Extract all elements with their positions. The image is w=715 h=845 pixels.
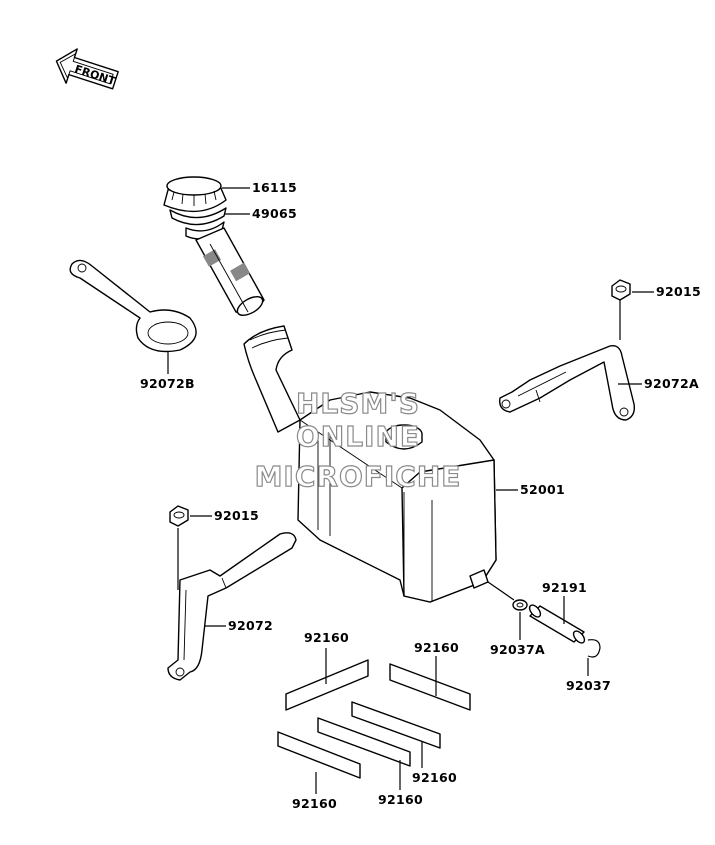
part-number-92160-b: 92160 [414, 640, 459, 655]
part-number-92072: 92072 [228, 618, 273, 633]
part-number-92160-c: 92160 [412, 770, 457, 785]
fuel-tank-part [243, 325, 497, 603]
part-number-92015-lower: 92015 [214, 508, 259, 523]
bracket-left-part [167, 532, 297, 681]
front-arrow-icon: FRONT [55, 48, 119, 90]
clip-part [587, 639, 601, 658]
watermark: HLSM'S ONLINE MICROFICHE [254, 386, 462, 493]
clamp-a-part [512, 599, 528, 611]
part-number-92037: 92037 [566, 678, 611, 693]
pad-part [389, 663, 471, 711]
leader-lines [167, 187, 654, 794]
hose-part [528, 604, 586, 644]
strainer-part [185, 221, 265, 316]
nut-lower-part [169, 505, 189, 527]
part-number-16115: 16115 [252, 180, 297, 195]
pad-part [351, 701, 441, 749]
tank-cap-part [163, 176, 227, 226]
watermark-line-1: HLSM'S [296, 387, 420, 420]
part-number-52001: 52001 [520, 482, 565, 497]
part-number-92037a: 92037A [490, 642, 545, 657]
watermark-line-2: ONLINE [296, 420, 420, 453]
pad-part [285, 659, 369, 711]
part-labels: 16115 49065 92072B 92015 92072A 52001 92… [140, 180, 701, 811]
part-number-49065: 49065 [252, 206, 297, 221]
watermark-line-3: MICROFICHE [255, 460, 462, 493]
part-number-92072a: 92072A [644, 376, 699, 391]
pad-part [277, 731, 361, 779]
cap-strap-part [69, 259, 197, 353]
pad-part [317, 717, 411, 767]
nut-upper-part [611, 279, 631, 301]
part-number-92160-e: 92160 [292, 796, 337, 811]
bracket-right-part [499, 345, 636, 421]
part-number-92191: 92191 [542, 580, 587, 595]
part-number-92160-d: 92160 [378, 792, 423, 807]
part-number-92160-a: 92160 [304, 630, 349, 645]
part-number-92072b: 92072B [140, 376, 195, 391]
part-number-92015-upper: 92015 [656, 284, 701, 299]
